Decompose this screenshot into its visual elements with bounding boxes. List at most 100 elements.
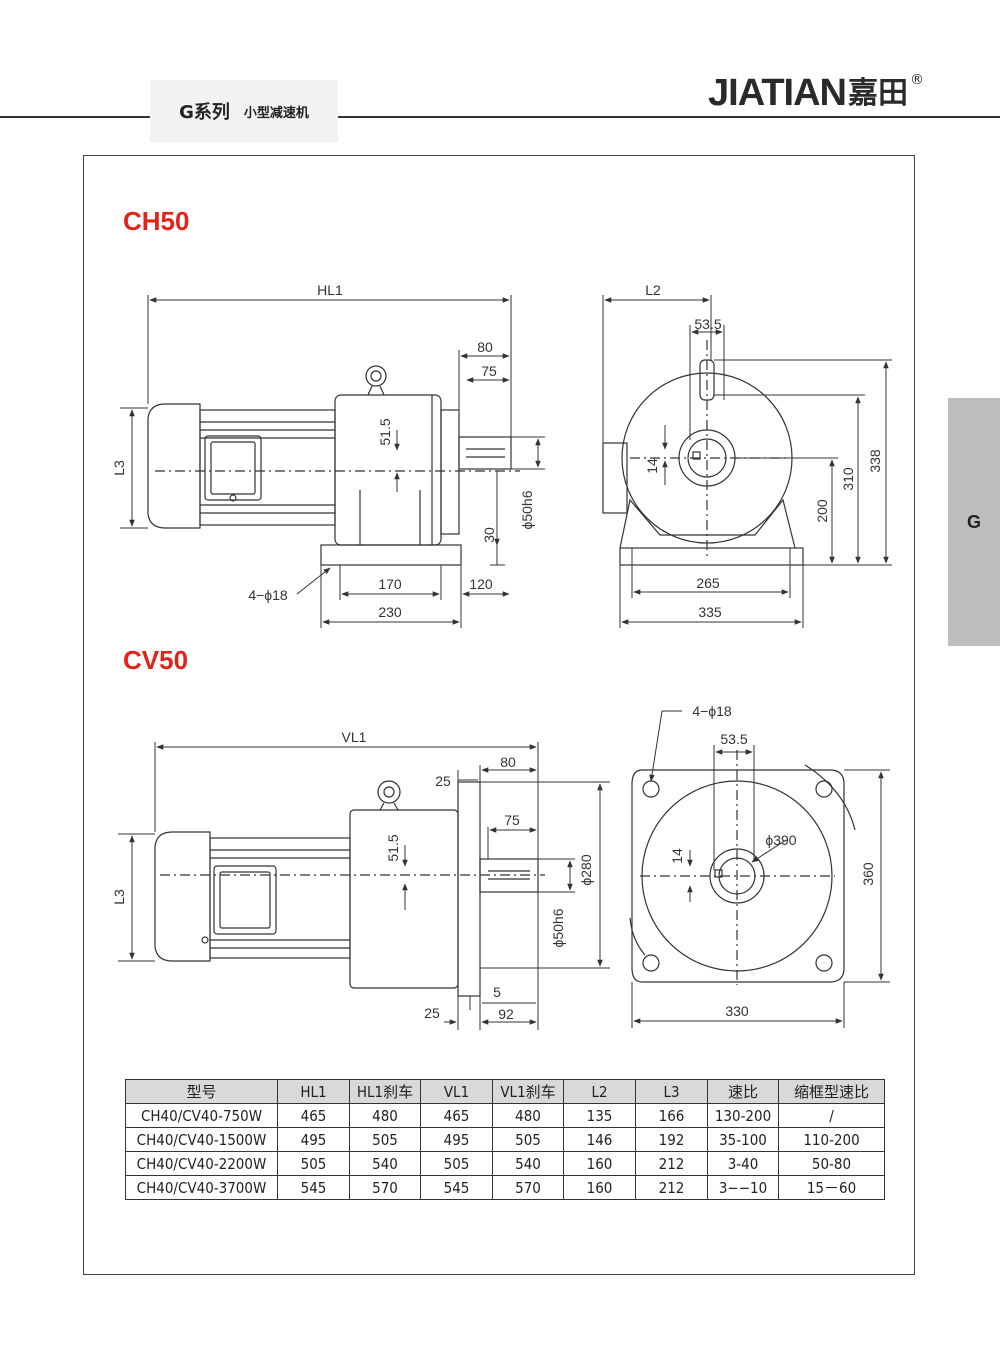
cell-vl1-brake: 540 <box>492 1151 564 1176</box>
ch50-label-120: 120 <box>469 576 493 592</box>
cv50-side-dimensions <box>118 742 610 1030</box>
cv50-label-51-5: 51.5 <box>385 834 401 861</box>
col-l3: L3 <box>635 1079 708 1104</box>
col-compact-ratio: 缩框型速比 <box>778 1079 885 1104</box>
col-ratio: 速比 <box>707 1079 779 1104</box>
ch50-label-338: 338 <box>867 449 883 473</box>
ch50-label-265: 265 <box>696 575 720 591</box>
cv50-label-l3: L3 <box>111 889 127 905</box>
section-tab[interactable]: G <box>948 398 1000 646</box>
brand-cjk: 嘉田 <box>847 76 908 111</box>
cell-l3: 212 <box>635 1151 708 1176</box>
ch50-label-170: 170 <box>378 576 402 592</box>
cv50-label-330: 330 <box>725 1003 749 1019</box>
cv50-label-vl1: VL1 <box>342 729 367 745</box>
header-rule-right <box>338 116 1000 118</box>
cell-vl1: 545 <box>420 1175 493 1200</box>
ch50-label-75: 75 <box>481 363 497 379</box>
col-hl1: HL1 <box>277 1079 350 1104</box>
brand-logo: JIATIAN 嘉田 ® <box>708 72 924 112</box>
cv50-label-14: 14 <box>669 848 685 864</box>
ch50-label-230: 230 <box>378 604 402 620</box>
cv50-label-holes: 4−ϕ18 <box>692 703 732 719</box>
cell-hl1: 545 <box>277 1175 350 1200</box>
cell-ratio: 3-40 <box>707 1151 779 1176</box>
cell-l2: 160 <box>563 1151 636 1176</box>
table-header-row: 型号 HL1 HL1刹车 VL1 VL1刹车 L2 L3 速比 缩框型速比 <box>125 1079 885 1104</box>
cv50-front-view <box>629 750 856 985</box>
ch50-label-hl1: HL1 <box>317 282 343 298</box>
cell-compact-ratio: 110-200 <box>778 1127 885 1152</box>
cv50-label-280: ϕ280 <box>578 854 594 885</box>
cv50-front-dimensions <box>631 710 890 1028</box>
cv50-label-53-5: 53.5 <box>720 731 747 747</box>
cell-vl1-brake: 570 <box>492 1175 564 1200</box>
ch50-label-30: 30 <box>481 527 497 543</box>
cell-l3: 166 <box>635 1103 708 1128</box>
col-l2: L2 <box>563 1079 636 1104</box>
brand-latin: JIATIAN <box>708 72 847 114</box>
cell-compact-ratio: / <box>778 1103 885 1128</box>
cell-vl1: 465 <box>420 1103 493 1128</box>
series-title: G系列 小型减速机 <box>150 80 338 142</box>
ch50-label-shaft: ϕ50h6 <box>519 490 535 529</box>
cell-l2: 160 <box>563 1175 636 1200</box>
cv50-label-92: 92 <box>498 1006 514 1022</box>
cell-ratio: 3−−10 <box>707 1175 779 1200</box>
cell-hl1: 505 <box>277 1151 350 1176</box>
cv50-label-75: 75 <box>504 812 520 828</box>
cell-hl1-brake: 480 <box>349 1103 421 1128</box>
cv50-label-5: 5 <box>493 984 501 1000</box>
cv50-label-shaft: ϕ50h6 <box>550 908 566 947</box>
cell-ratio: 130-200 <box>707 1103 779 1128</box>
table-row: CH40/CV40-3700W 545 570 545 570 160 212 … <box>125 1175 885 1200</box>
ch50-label-51-5: 51.5 <box>377 418 393 445</box>
ch50-label-80: 80 <box>477 339 493 355</box>
ch50-label-holes: 4−ϕ18 <box>248 587 288 603</box>
ch50-side-view <box>147 365 520 566</box>
cell-model: CH40/CV40-3700W <box>125 1175 278 1200</box>
cell-l3: 192 <box>635 1127 708 1152</box>
cell-vl1-brake: 505 <box>492 1127 564 1152</box>
cell-hl1-brake: 570 <box>349 1175 421 1200</box>
ch50-title: CH50 <box>123 206 190 236</box>
ch50-label-l3: L3 <box>111 460 127 476</box>
series-subtitle: 小型减速机 <box>243 105 309 121</box>
table-row: CH40/CV40-2200W 505 540 505 540 160 212 … <box>125 1151 885 1176</box>
col-vl1-brake: VL1刹车 <box>492 1079 564 1104</box>
ch50-label-200: 200 <box>814 499 830 523</box>
cv50-label-25-bot: 25 <box>424 1005 440 1021</box>
cell-l2: 135 <box>563 1103 636 1128</box>
ch50-label-53-5: 53.5 <box>694 316 721 332</box>
cv50-label-25-top: 25 <box>435 773 451 789</box>
ch50-label-l2: L2 <box>645 282 661 298</box>
cell-compact-ratio: 15－60 <box>778 1175 885 1200</box>
ch50-front-dimensions <box>602 295 892 628</box>
ch50-label-310: 310 <box>840 467 856 491</box>
cv50-side-view <box>154 780 545 997</box>
cv50-label-390: ϕ390 <box>765 832 796 848</box>
cell-compact-ratio: 50-80 <box>778 1151 885 1176</box>
col-vl1: VL1 <box>420 1079 493 1104</box>
header-rule-left <box>0 116 150 118</box>
cell-l2: 146 <box>563 1127 636 1152</box>
cell-model: CH40/CV40-2200W <box>125 1151 278 1176</box>
table-row: CH40/CV40-1500W 495 505 495 505 146 192 … <box>125 1127 885 1152</box>
cell-hl1: 465 <box>277 1103 350 1128</box>
ch50-label-335: 335 <box>698 604 722 620</box>
cell-l3: 212 <box>635 1175 708 1200</box>
cell-model: CH40/CV40-1500W <box>125 1127 278 1152</box>
series-name: G系列 <box>179 102 230 123</box>
cell-hl1-brake: 505 <box>349 1127 421 1152</box>
cell-vl1: 505 <box>420 1151 493 1176</box>
ch50-side-dimensions <box>120 295 545 628</box>
cv50-label-360: 360 <box>860 862 876 886</box>
ch50-label-14: 14 <box>644 458 660 474</box>
cell-vl1-brake: 480 <box>492 1103 564 1128</box>
cell-hl1: 495 <box>277 1127 350 1152</box>
cell-ratio: 35-100 <box>707 1127 779 1152</box>
spec-table: 型号 HL1 HL1刹车 VL1 VL1刹车 L2 L3 速比 缩框型速比 CH… <box>125 1079 885 1200</box>
drawing-frame <box>83 155 915 1275</box>
table-row: CH40/CV40-750W 465 480 465 480 135 166 1… <box>125 1103 885 1128</box>
